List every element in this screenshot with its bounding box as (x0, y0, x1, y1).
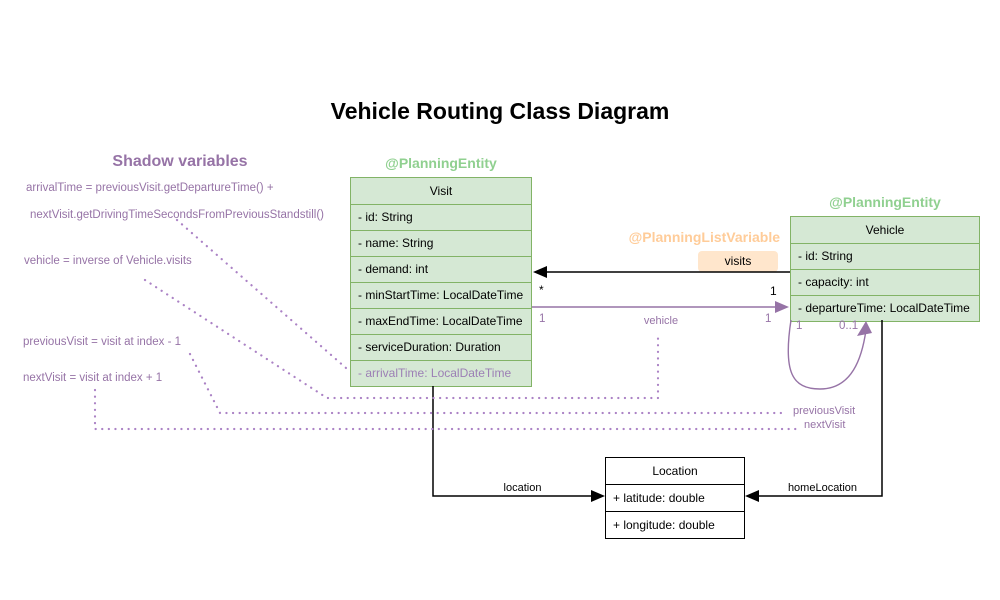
vehicle-field-row: - departureTime: LocalDateTime (791, 295, 979, 321)
vehicle-field-row: - id: String (791, 243, 979, 269)
visits-arrowhead-icon (533, 266, 547, 278)
visit-field-row: - serviceDuration: Duration (351, 334, 531, 360)
visit-field-row: - minStartTime: LocalDateTime (351, 282, 531, 308)
self-loop-multiplicity-source: 1 (796, 320, 803, 332)
visit-class-name: Visit (429, 184, 453, 198)
vehicle-class-name: Vehicle (865, 223, 905, 237)
self-loop-arrowhead-icon (857, 321, 872, 336)
location-ref-label: location (503, 482, 542, 494)
shadow-formula-nextvisit: nextVisit = visit at index + 1 (23, 372, 163, 384)
vehicle-reference-arrow (532, 301, 789, 313)
home-location-ref-label: homeLocation (787, 482, 858, 494)
vehicle-class-table: Vehicle - id: String - capacity: int - d… (790, 216, 980, 322)
planning-entity-annotation-vehicle: @PlanningEntity (829, 194, 941, 210)
visits-label-badge: visits (698, 251, 778, 272)
visit-shadow-field-row: - arrivalTime: LocalDateTime (351, 360, 531, 386)
dotted-connector-nextvisit (93, 388, 800, 431)
shadow-formula-previousvisit: previousVisit = visit at index - 1 (23, 336, 181, 348)
planning-entity-annotation-visit: @PlanningEntity (385, 155, 497, 171)
location-class-table: Location + latitude: double + longitude:… (605, 457, 745, 539)
location-field-row: + latitude: double (606, 484, 744, 511)
vehicle-ref-multiplicity-right: 1 (765, 313, 772, 325)
vehicle-field-row: - capacity: int (791, 269, 979, 295)
planning-list-variable-annotation: @PlanningListVariable (628, 229, 780, 245)
vehicle-ref-label: vehicle (643, 315, 679, 327)
visit-field-row: - maxEndTime: LocalDateTime (351, 308, 531, 334)
shadow-formula-arrivaltime-line1: arrivalTime = previousVisit.getDeparture… (26, 182, 274, 194)
visit-field-row: - id: String (351, 204, 531, 230)
dotted-connector-arrivaltime (175, 218, 348, 370)
shadow-formula-vehicle: vehicle = inverse of Vehicle.visits (24, 255, 192, 267)
vehicle-arrowhead-icon (775, 301, 789, 313)
vehicle-ref-multiplicity-left: 1 (539, 313, 546, 325)
visit-field-row: - demand: int (351, 256, 531, 282)
self-loop-multiplicity-target: 0..1 (839, 320, 859, 332)
next-visit-label: nextVisit (804, 419, 846, 431)
location-class-name: Location (652, 464, 698, 478)
location-field-row: + longitude: double (606, 511, 744, 538)
visits-multiplicity-visit-side: * (539, 283, 544, 297)
home-location-arrowhead-icon (745, 490, 759, 502)
shadow-variables-heading: Shadow variables (112, 153, 248, 170)
visits-multiplicity-vehicle-side: 1 (770, 284, 777, 298)
page-title: Vehicle Routing Class Diagram (330, 98, 670, 124)
previous-visit-label: previousVisit (793, 405, 856, 417)
visit-field-row: - name: String (351, 230, 531, 256)
visit-class-table: Visit - id: String - name: String - dema… (350, 177, 532, 387)
shadow-formula-arrivaltime-line2: nextVisit.getDrivingTimeSecondsFromPrevi… (30, 209, 324, 221)
location-arrowhead-icon (591, 490, 605, 502)
